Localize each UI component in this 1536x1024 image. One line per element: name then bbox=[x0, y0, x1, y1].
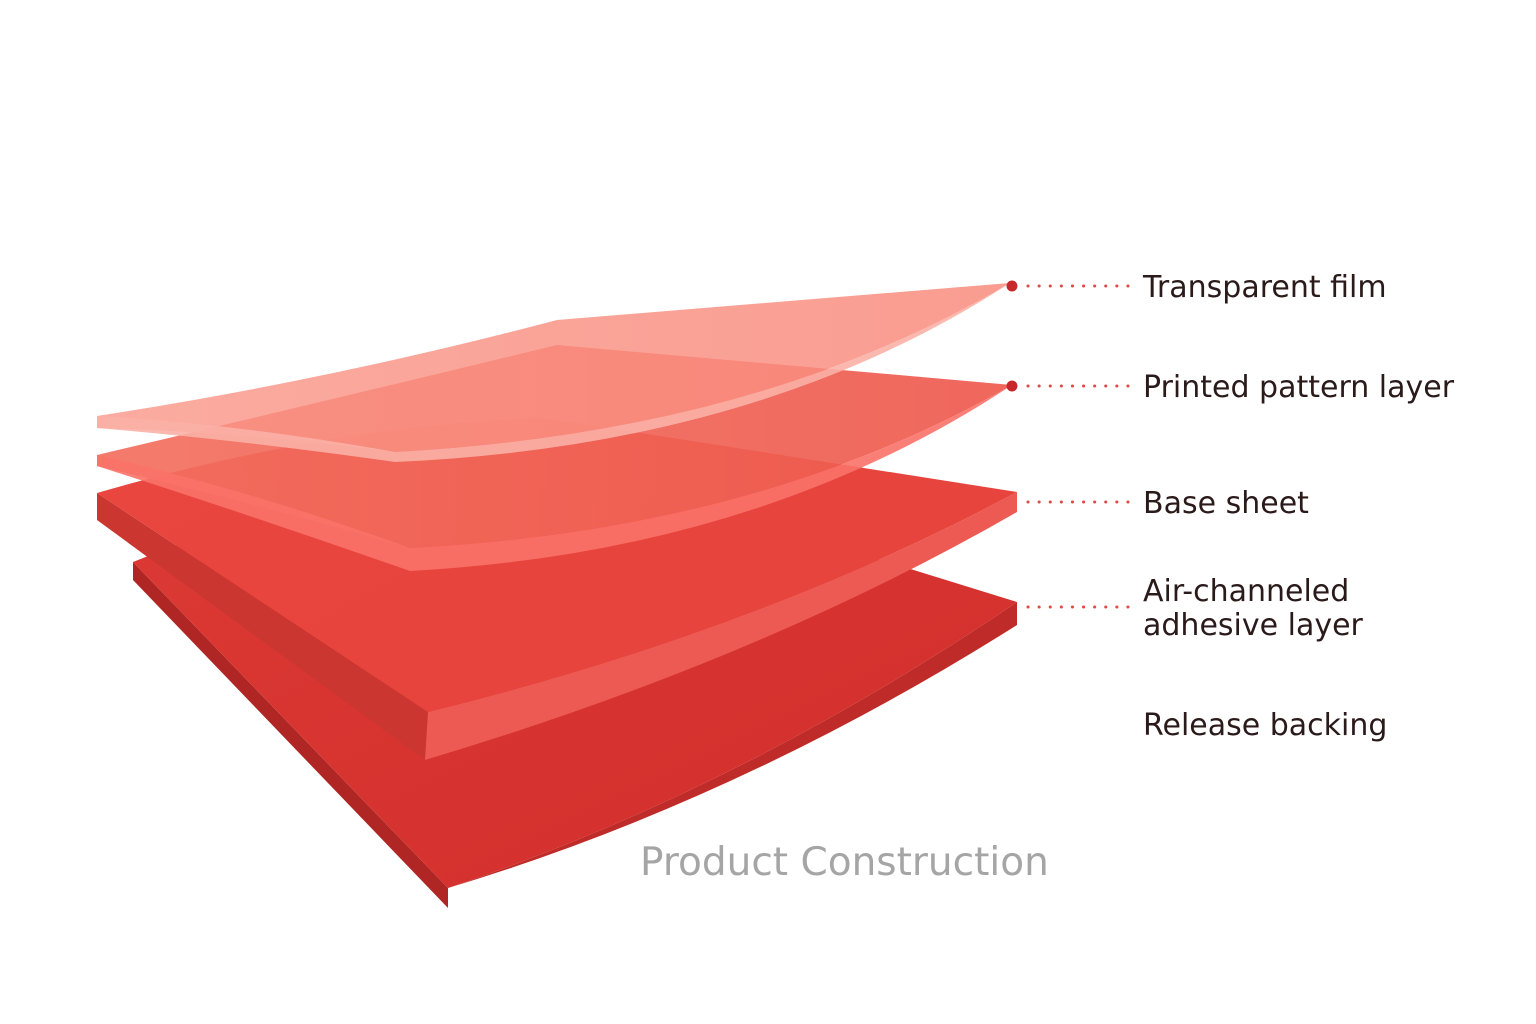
base-sheet-side-left bbox=[97, 493, 428, 760]
transparent-film-sheet bbox=[97, 283, 1010, 462]
label-air-channeled-adhesive-layer-line-1: Air-channeled bbox=[1143, 574, 1349, 609]
label-base-sheet: Base sheet bbox=[1143, 486, 1309, 521]
leader-lines bbox=[1006, 280, 1130, 609]
marker-dot-transparent-film bbox=[1006, 280, 1018, 292]
label-air-channeled-adhesive-layer-line-2: adhesive layer bbox=[1143, 608, 1364, 643]
marker-dot-printed-pattern-layer bbox=[1006, 380, 1018, 392]
transparent-film-top bbox=[97, 283, 1010, 452]
base-sheet-side-front bbox=[425, 492, 1017, 760]
release-backing-side-left bbox=[133, 562, 448, 908]
label-release-backing: Release backing bbox=[1143, 708, 1387, 743]
transparent-film-front-edge bbox=[97, 283, 1010, 462]
label-transparent-film: Transparent film bbox=[1142, 270, 1387, 305]
diagram-caption: Product Construction bbox=[640, 840, 1049, 885]
printed-pattern-front-edge bbox=[97, 385, 1012, 571]
label-printed-pattern-layer: Printed pattern layer bbox=[1143, 370, 1455, 405]
